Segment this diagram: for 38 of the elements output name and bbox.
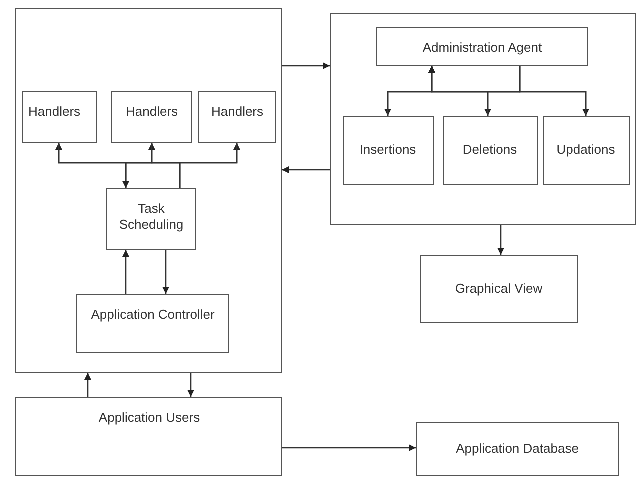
arrow [519, 66, 590, 116]
box-label: Handlers [211, 104, 264, 120]
process-box [22, 90, 96, 142]
arrow [188, 373, 194, 397]
arrow [122, 143, 238, 188]
process-box [342, 116, 434, 184]
group-box [330, 13, 636, 225]
box-label: Graphical View [455, 280, 543, 298]
arrow [428, 66, 587, 116]
arrow [162, 250, 170, 294]
box-label: Handlers [28, 104, 81, 120]
process-box [15, 397, 282, 476]
process-box [106, 188, 196, 250]
arrow [84, 373, 92, 397]
process-box [76, 294, 228, 352]
arrow [282, 62, 330, 70]
box-label: Application Users [98, 410, 200, 426]
process-box [198, 90, 276, 142]
arrow [122, 250, 130, 294]
arrow [498, 225, 504, 255]
arrow [282, 166, 330, 174]
process-box [420, 255, 578, 323]
box-label: Task Scheduling [118, 200, 185, 233]
arrow [179, 143, 240, 188]
process-box [542, 116, 630, 184]
process-box [416, 422, 619, 476]
box-label: Application Database [456, 440, 579, 458]
group-box [15, 8, 282, 373]
process-box [110, 90, 192, 142]
process-box [376, 26, 588, 66]
box-label: Handlers [126, 104, 178, 120]
process-box [442, 116, 538, 184]
arrow [282, 444, 416, 452]
box-label: Administration Agent [422, 40, 542, 56]
box-label: Updations [556, 142, 616, 158]
box-label: Application Controller [91, 306, 215, 323]
box-label: Insertions [360, 142, 416, 158]
box-label: Deletions [462, 142, 518, 158]
